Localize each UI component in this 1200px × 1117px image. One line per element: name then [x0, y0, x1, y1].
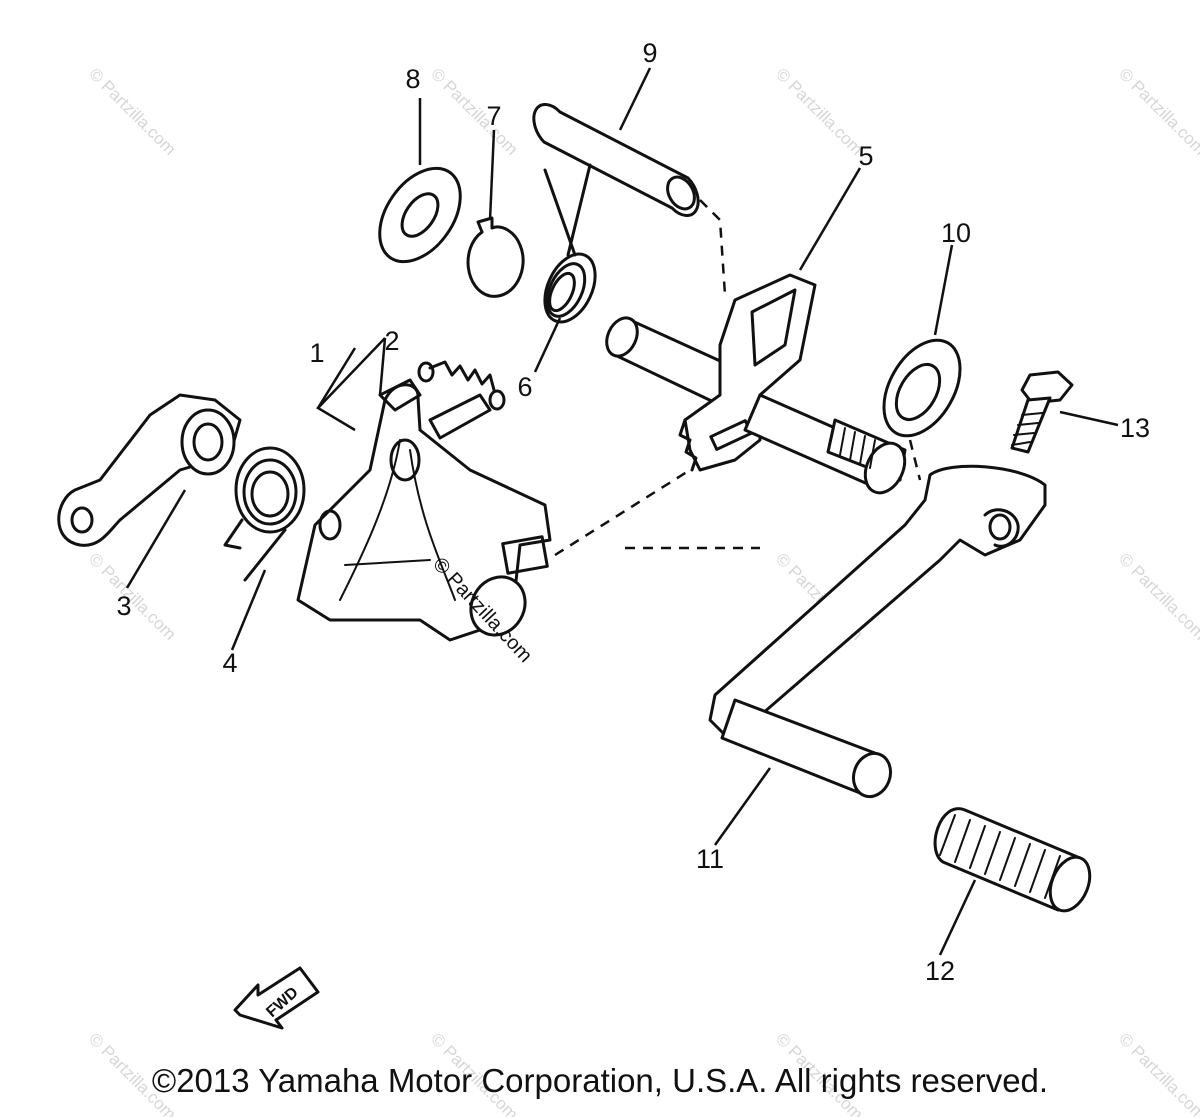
part-7-circlip	[466, 216, 525, 298]
part-12-rubber	[933, 807, 1092, 913]
part-number-13: 13	[1120, 413, 1150, 443]
part-3-stopper-lever	[57, 393, 242, 547]
part-number-1: 1	[309, 338, 324, 368]
watermark: © Partzilla.com	[85, 549, 179, 643]
part-number-11: 11	[696, 844, 724, 874]
part-10-oil-seal	[882, 338, 962, 438]
alignment-lines	[554, 199, 922, 557]
part-number-5: 5	[858, 141, 873, 171]
part-number-7: 7	[486, 101, 501, 131]
part-number-9: 9	[642, 38, 657, 68]
part-numbers: 9 8 7 5 10 1 2 6 13 3 4 11 12	[116, 38, 1150, 986]
leader-lines	[125, 67, 1119, 956]
watermarks: © Partzilla.com © Partzilla.com © Partzi…	[85, 64, 1200, 1117]
part-number-6: 6	[517, 372, 532, 402]
watermark: © Partzilla.com	[1115, 64, 1200, 158]
part-13-bolt	[1010, 370, 1074, 454]
part-11-shift-pedal	[708, 464, 1047, 799]
part-2-spring	[417, 360, 506, 411]
part-4-torsion-spring	[223, 446, 306, 582]
part-number-4: 4	[222, 648, 237, 678]
part-6-torsion-spring	[543, 163, 597, 324]
part-8-washer	[378, 166, 462, 264]
part-number-2: 2	[384, 326, 399, 356]
watermark: © Partzilla.com	[427, 64, 521, 158]
watermark: © Partzilla.com	[1115, 549, 1200, 643]
part-number-12: 12	[925, 956, 955, 986]
fwd-arrow: FWD	[233, 966, 320, 1030]
copyright-notice: ©2013 Yamaha Motor Corporation, U.S.A. A…	[151, 1062, 1049, 1099]
part-9-pin	[532, 103, 700, 217]
watermark: © Partzilla.com	[772, 64, 866, 158]
part-number-3: 3	[116, 591, 131, 621]
watermark: © Partzilla.com	[85, 64, 179, 158]
part-5-shift-shaft	[605, 273, 907, 495]
part-number-8: 8	[405, 64, 420, 94]
part-1-shift-arm-assembly	[296, 378, 552, 642]
part-number-10: 10	[941, 218, 971, 248]
